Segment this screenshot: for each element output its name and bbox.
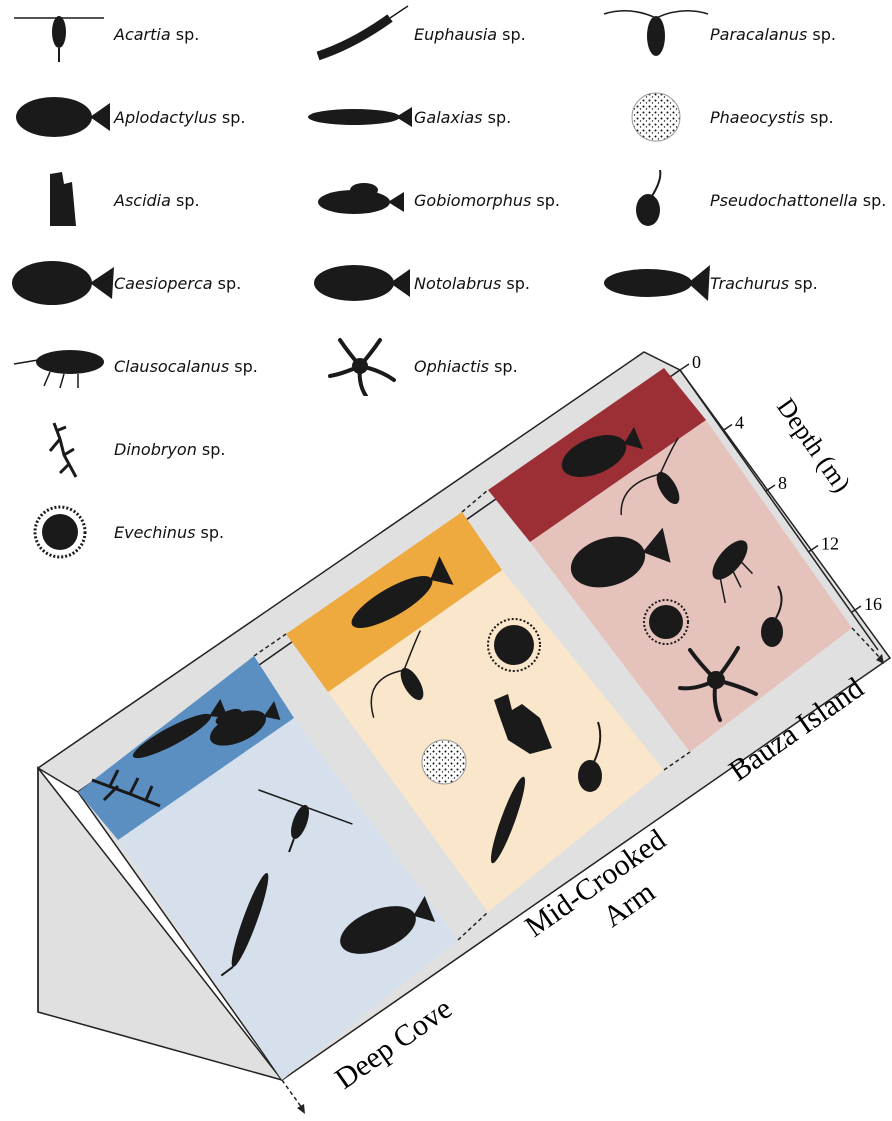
depth-tick-label: 0 [692, 352, 701, 372]
depth-tick [766, 485, 775, 491]
depth-tick [680, 364, 689, 370]
depth-tick-label: 16 [864, 594, 882, 614]
depth-tick-label: 8 [778, 473, 787, 493]
depth-tick-label: 12 [821, 534, 839, 554]
depth-tick [723, 425, 732, 431]
colony-sphere-icon [422, 740, 466, 784]
depth-tick-label: 4 [735, 413, 744, 433]
